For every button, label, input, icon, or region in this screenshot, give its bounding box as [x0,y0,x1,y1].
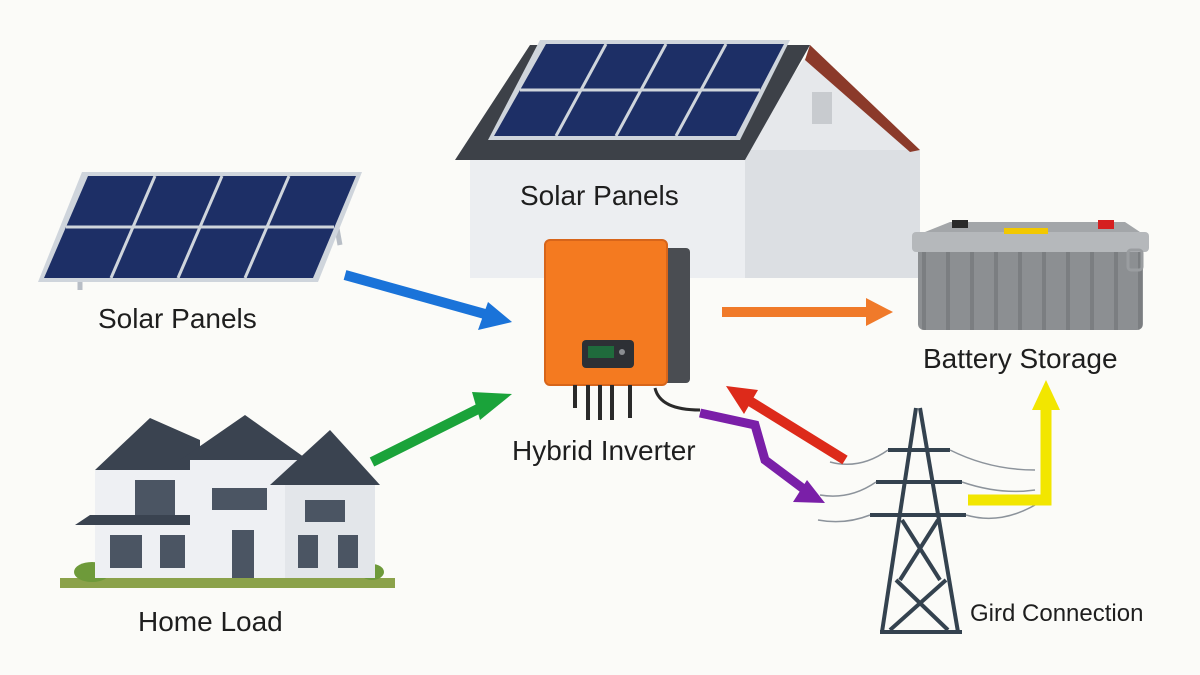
inverter-label: Hybrid Inverter [512,435,696,466]
hybrid-inverter [544,239,701,420]
transmission-tower [817,407,1036,634]
arrow-inverter-to-battery [722,298,893,326]
arrow-grid-to-battery [968,380,1060,506]
arrow-inverter-to-grid [699,408,825,503]
battery-label: Battery Storage [923,343,1118,374]
home-load-house [60,415,395,588]
home-label: Home Load [138,606,283,637]
battery-storage [912,220,1149,330]
ground-panels-label: Solar Panels [98,303,257,334]
ground-solar-panels [38,172,362,290]
arrow-solar-to-inverter [343,270,512,330]
arrow-home-to-inverter [369,392,512,467]
arrow-grid-to-inverter [726,386,848,465]
roof-panels-label: Solar Panels [520,180,679,211]
roof-solar-house [455,40,920,278]
flow-arrows [343,270,1060,506]
roof-panel-array [488,40,790,140]
grid-label: Gird Connection [970,600,1144,627]
